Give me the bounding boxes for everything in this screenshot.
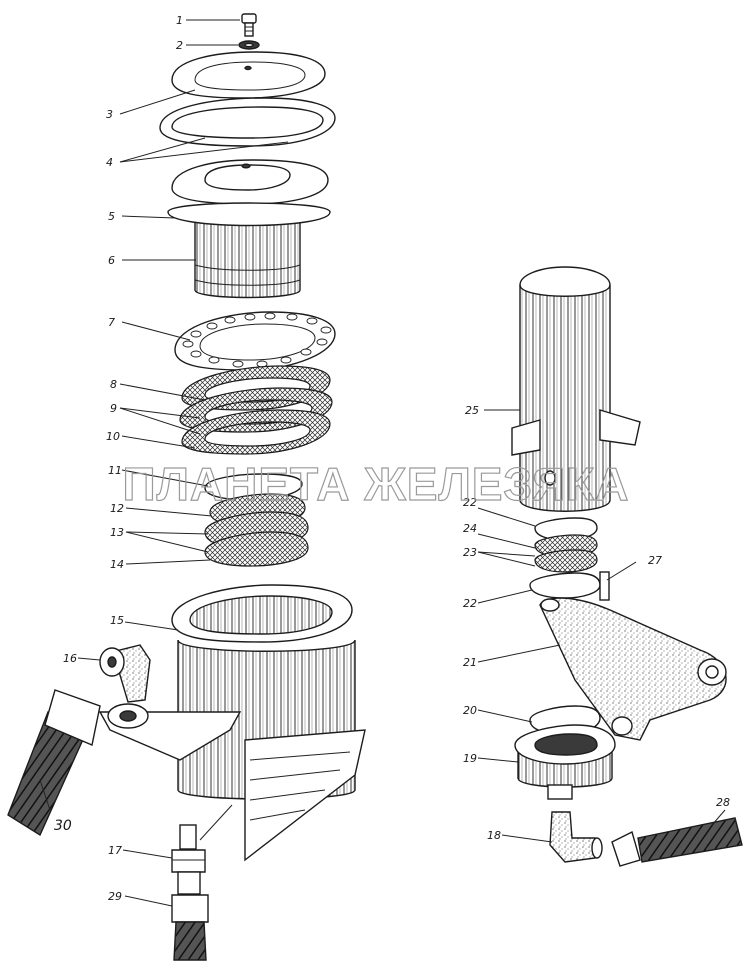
callout-7: 7 (108, 316, 115, 329)
callout-20: 20 (463, 704, 477, 717)
callout-19: 19 (463, 752, 477, 765)
part-mesh-stack (204, 493, 309, 567)
part-hose-right (611, 817, 743, 867)
part-filter-discs (529, 517, 601, 599)
part-bolt (241, 13, 257, 37)
callout-2: 2 (176, 39, 183, 52)
callout-15: 15 (110, 614, 124, 627)
callout-23: 23 (463, 546, 477, 559)
callout-3: 3 (106, 108, 113, 121)
callout-27: 27 (648, 554, 662, 567)
callout-labels: 1 2 3 4 5 6 7 8 9 10 11 12 13 14 15 16 1… (54, 14, 730, 903)
callout-8: 8 (110, 378, 117, 391)
callout-17: 17 (108, 844, 122, 857)
callout-12: 12 (110, 502, 124, 515)
callout-9: 9 (110, 402, 117, 415)
callout-6: 6 (108, 254, 115, 267)
callout-18: 18 (487, 829, 501, 842)
callout-16: 16 (63, 652, 77, 665)
callout-13: 13 (110, 526, 124, 539)
part-housing (98, 584, 366, 862)
callout-10: 10 (106, 430, 120, 443)
part-cup (514, 724, 616, 800)
left-filter-assembly (7, 13, 366, 961)
part-bottom-fittings (171, 804, 233, 961)
part-stud (599, 571, 610, 601)
callout-21: 21 (463, 656, 477, 669)
callout-28: 28 (716, 796, 730, 809)
right-filter-assembly (511, 266, 743, 867)
callout-24: 24 (463, 522, 477, 535)
callout-22b: 22 (463, 597, 477, 610)
part-elbow-right (549, 811, 603, 863)
callout-22a: 22 (463, 496, 477, 509)
watermark-text: ПЛАНЕТА ЖЕЛЕЗЯКА (123, 458, 630, 510)
callout-5: 5 (108, 210, 115, 223)
callout-25: 25 (465, 404, 479, 417)
part-cover (171, 51, 326, 99)
callout-14: 14 (110, 558, 124, 571)
callout-29: 29 (108, 890, 122, 903)
part-filter-element-upper (167, 159, 331, 299)
part-perforated-gasket (174, 311, 336, 371)
part-mesh-rings (179, 365, 333, 455)
callout-30: 30 (54, 818, 72, 834)
part-hose-left (7, 689, 101, 837)
part-elbow-fitting (99, 644, 151, 703)
part-filter-cylinder (511, 266, 641, 512)
part-bracket (539, 597, 727, 741)
callout-4: 4 (106, 156, 113, 169)
part-gasket-ring (159, 97, 336, 147)
callout-1: 1 (176, 14, 183, 27)
leader-lines (39, 19, 726, 907)
callout-11: 11 (108, 464, 122, 477)
